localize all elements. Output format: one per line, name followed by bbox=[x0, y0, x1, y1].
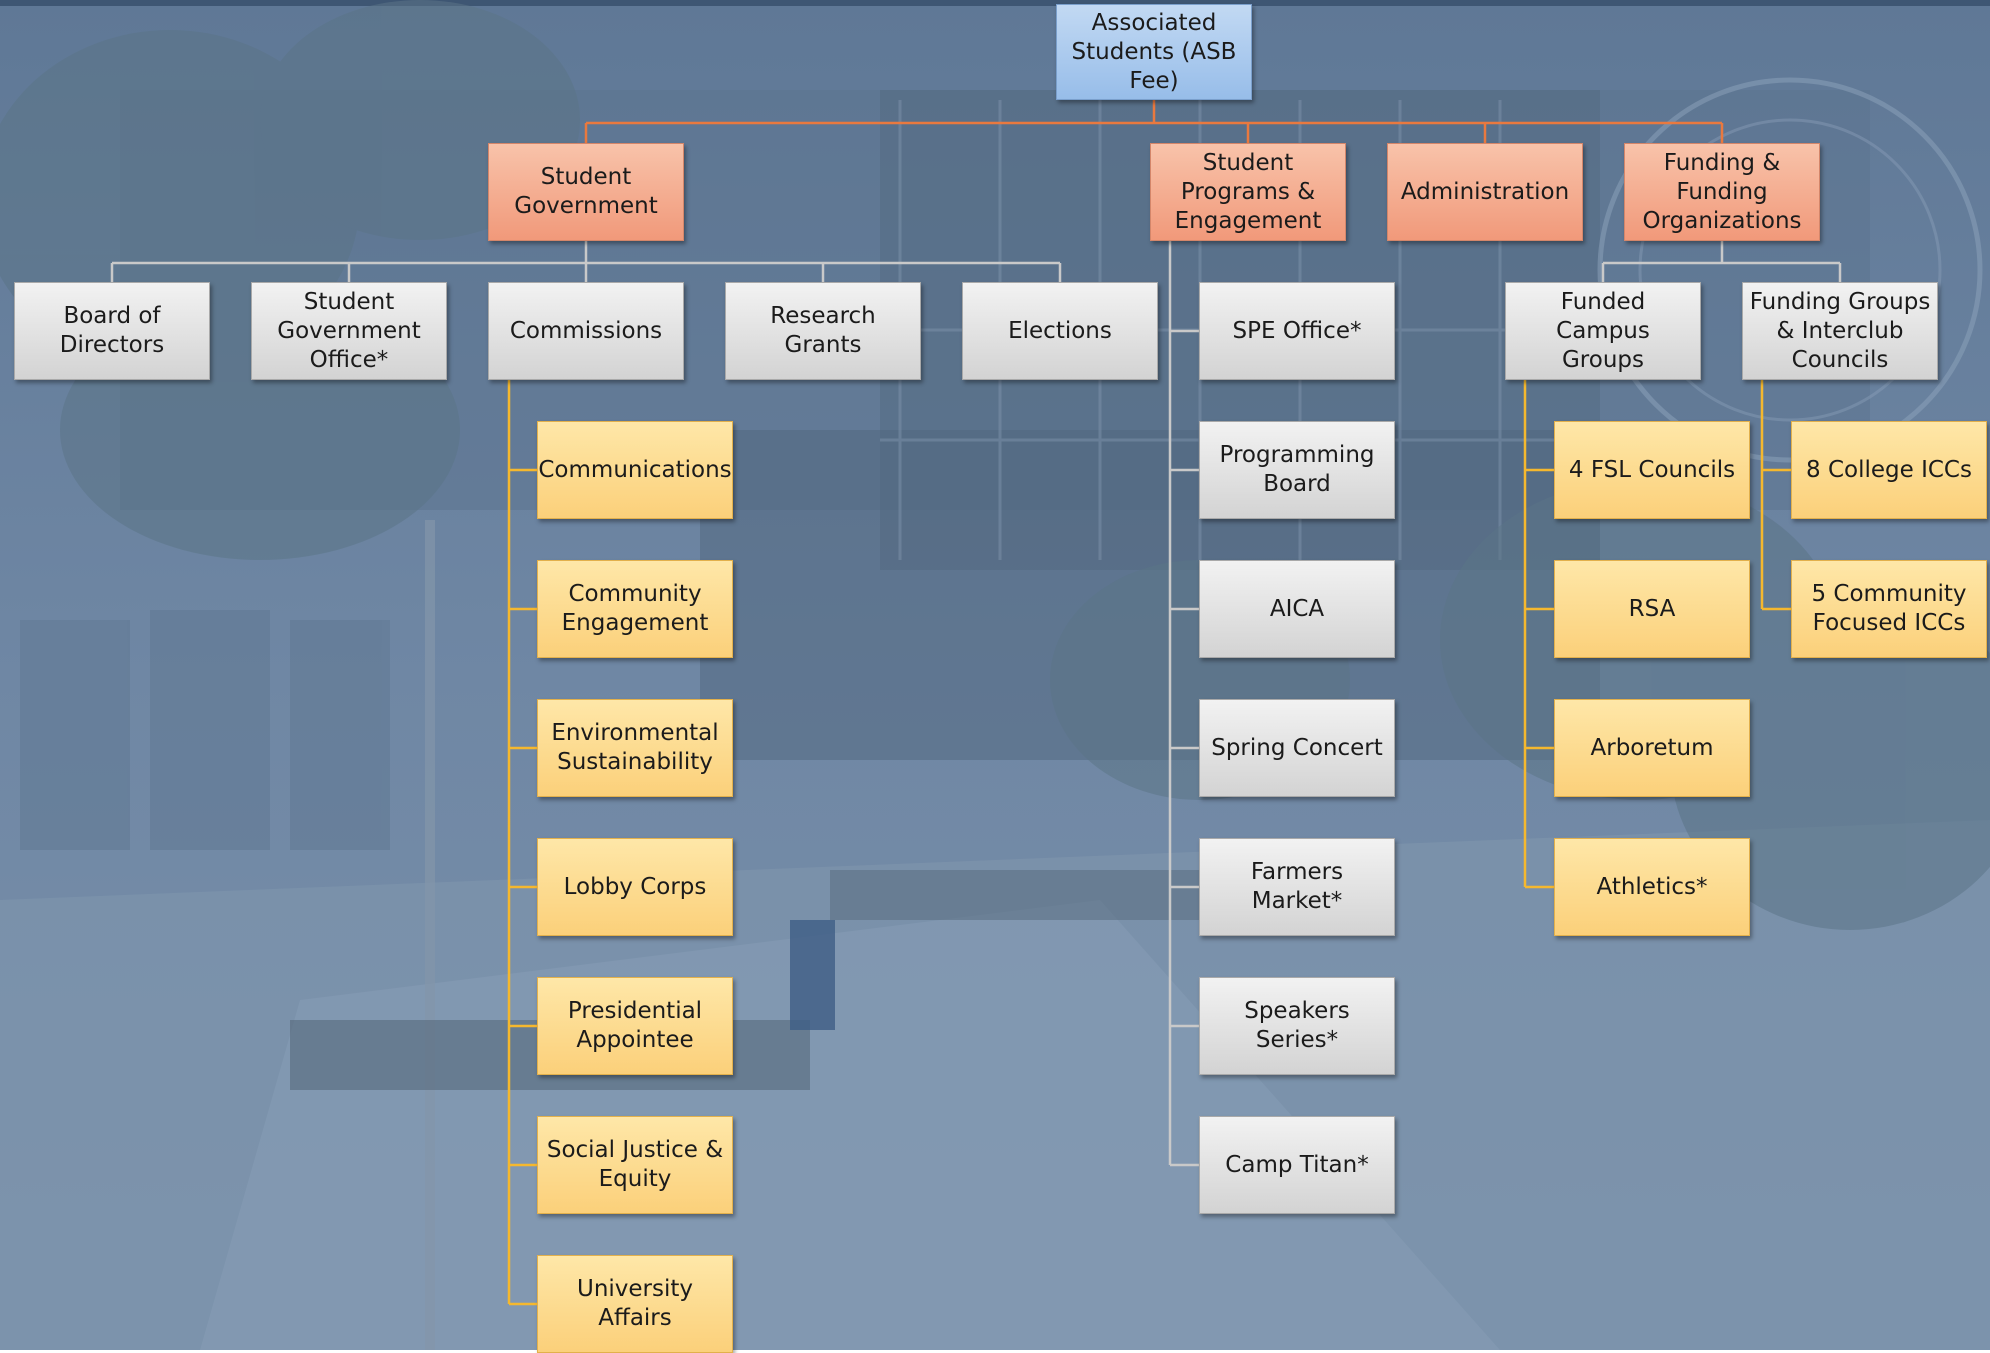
commission-social-justice-equity: Social Justice & Equity bbox=[537, 1116, 733, 1214]
spe-programming-board: Programming Board bbox=[1199, 421, 1395, 519]
spe-spring-concert: Spring Concert bbox=[1199, 699, 1395, 797]
commission-community-engagement: Community Engagement bbox=[537, 560, 733, 658]
node-elections: Elections bbox=[962, 282, 1158, 380]
node-student-government: Student Government bbox=[488, 143, 684, 241]
node-funding-groups-icc: Funding Groups & Interclub Councils bbox=[1742, 282, 1938, 380]
node-commissions: Commissions bbox=[488, 282, 684, 380]
node-funded-campus-groups: Funded Campus Groups bbox=[1505, 282, 1701, 380]
commission-environmental-sustainability: Environmental Sustainability bbox=[537, 699, 733, 797]
spe-camp-titan: Camp Titan* bbox=[1199, 1116, 1395, 1214]
funded-group-4-fsl-councils: 4 FSL Councils bbox=[1554, 421, 1750, 519]
funded-group-athletics: Athletics* bbox=[1554, 838, 1750, 936]
icc-8-college-iccs: 8 College ICCs bbox=[1791, 421, 1987, 519]
node-research-grants: Research Grants bbox=[725, 282, 921, 380]
icc-5-community-focused-iccs: 5 Community Focused ICCs bbox=[1791, 560, 1987, 658]
funded-group-arboretum: Arboretum bbox=[1554, 699, 1750, 797]
spe-farmers-market: Farmers Market* bbox=[1199, 838, 1395, 936]
spe-speakers-series: Speakers Series* bbox=[1199, 977, 1395, 1075]
node-board-of-directors: Board of Directors bbox=[14, 282, 210, 380]
funded-group-rsa: RSA bbox=[1554, 560, 1750, 658]
commission-university-affairs: University Affairs bbox=[537, 1255, 733, 1353]
commission-lobby-corps: Lobby Corps bbox=[537, 838, 733, 936]
node-administration: Administration bbox=[1387, 143, 1583, 241]
spe-spe-office: SPE Office* bbox=[1199, 282, 1395, 380]
commission-communications: Communications bbox=[537, 421, 733, 519]
commission-presidential-appointee: Presidential Appointee bbox=[537, 977, 733, 1075]
node-funding: Funding & Funding Organizations bbox=[1624, 143, 1820, 241]
node-sg-office: Student Government Office* bbox=[251, 282, 447, 380]
root-node-associated-students: Associated Students (ASB Fee) bbox=[1056, 4, 1252, 100]
spe-aica: AICA bbox=[1199, 560, 1395, 658]
node-spe: Student Programs & Engagement bbox=[1150, 143, 1346, 241]
